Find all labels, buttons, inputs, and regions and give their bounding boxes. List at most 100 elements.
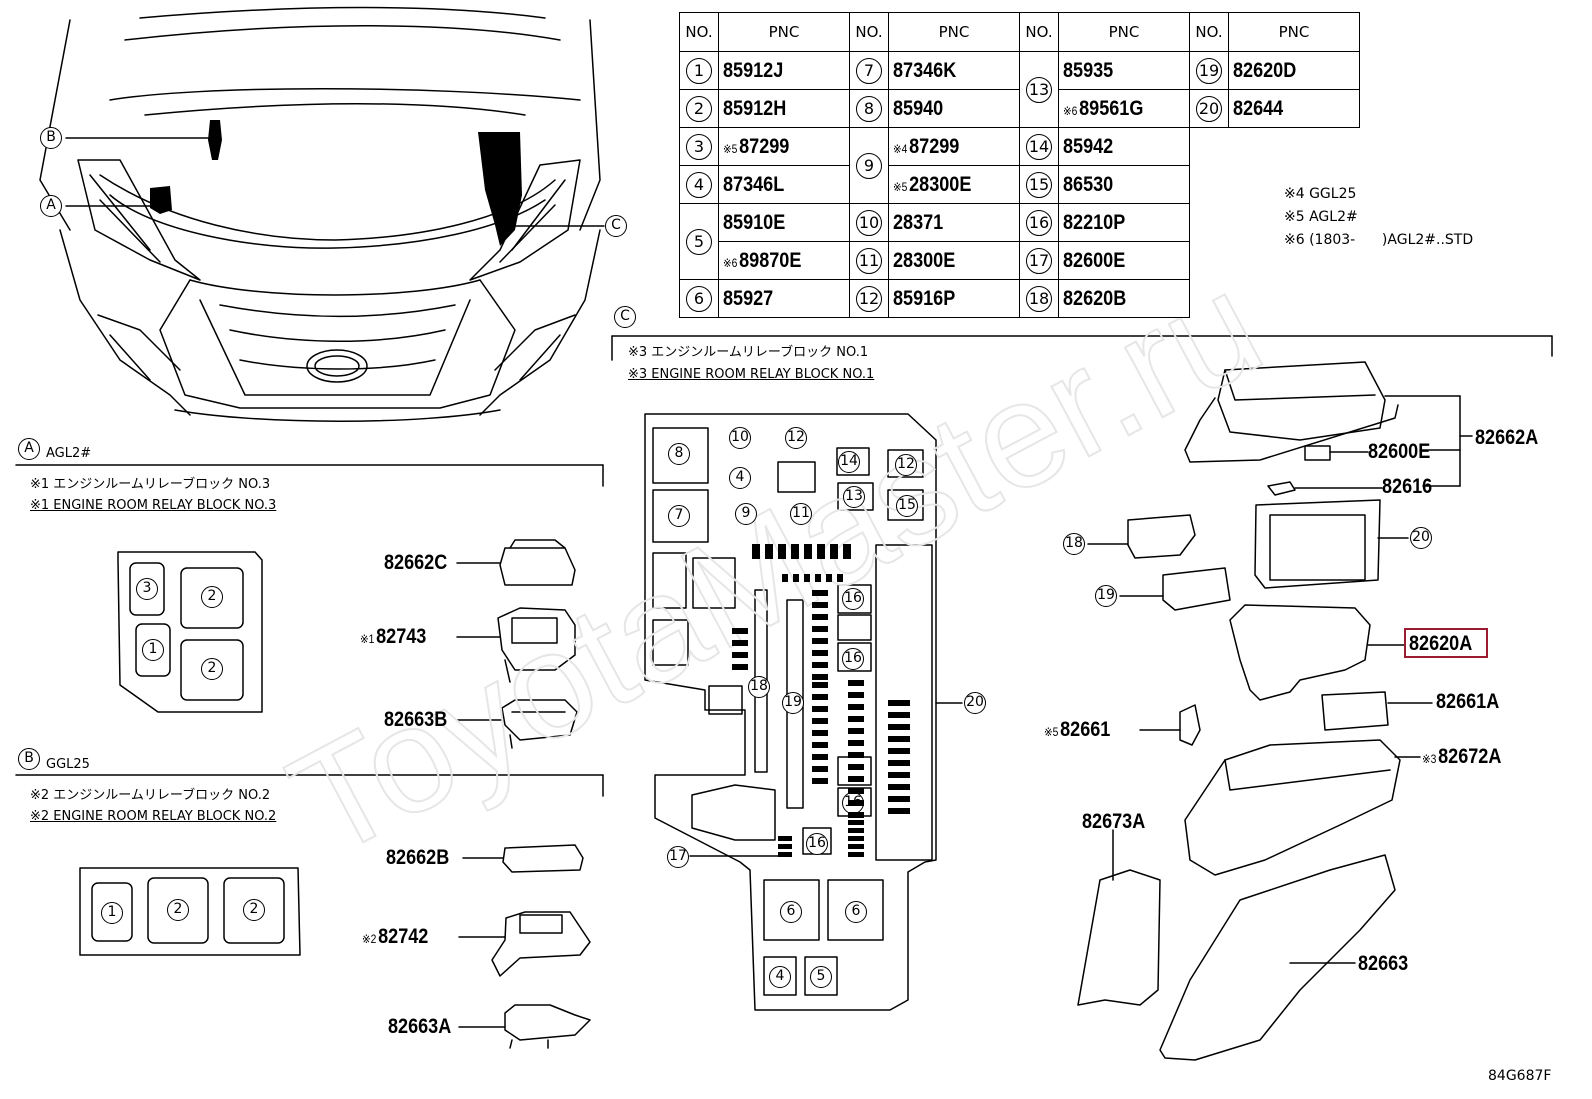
fuse-slot [888,784,910,790]
part-number: 82672A [1438,745,1502,768]
part-82743: ※182743 [360,625,426,651]
layout-number: 12 [785,427,807,449]
item-number: 7 [856,57,882,84]
table-row: ※689870E 11 28300E 17 82600E [680,241,1360,280]
part-number: 82661 [1060,718,1111,741]
pnc-value: 85935 [1063,58,1114,82]
part-note: ※2 [362,932,377,946]
section-a-title-en: ※1 ENGINE ROOM RELAY BLOCK NO.3 [30,498,277,513]
layout-number: 6 [780,901,802,923]
section-b-title-jp: ※2 エンジンルームリレーブロック NO.2 [30,788,271,803]
pnc-value: 82620B [1063,286,1127,310]
fuse-slot [848,844,864,849]
layout-number: 8 [668,443,690,465]
slot-number: 1 [101,902,123,924]
part-82663b: 82663B [384,708,448,731]
slot-number: 3 [136,578,158,600]
header-no-3: NO. [1019,12,1059,52]
pnc-value: 28300E [909,172,972,196]
fuse-slot [888,760,910,766]
fuse-slot [812,766,828,772]
pnc-value: 87346L [723,172,785,196]
layout-number: 7 [668,505,690,527]
part-82663: 82663 [1358,952,1409,975]
pnc-value: 85916P [893,286,956,310]
fuse-slot [848,680,864,686]
part-82616: 82616 [1382,475,1433,498]
highlight-frame [1404,628,1488,658]
fuse-slot [848,728,864,734]
fuse-slot [812,662,828,668]
fuse-slot [848,716,864,722]
item-number: 14 [1026,133,1052,160]
fuse-slot [848,812,864,818]
fuse-slot [778,852,792,857]
section-c-title-jp: ※3 エンジンルームリレーブロック NO.1 [628,345,869,360]
pnc-value: 28371 [893,210,944,234]
part-note: ※5 [1044,725,1059,739]
pnc-value: 85942 [1063,134,1114,158]
fuse-slot [812,682,828,688]
part-number: 82743 [376,625,427,648]
figure-code: 84G687F [1488,1068,1552,1084]
pnc-value: 89870E [739,248,802,272]
layout-number: 4 [729,467,751,489]
fuse-slot [812,590,828,596]
fuse-slot [848,852,864,857]
layout-number: 17 [667,846,689,868]
section-b-title-en: ※2 ENGINE ROOM RELAY BLOCK NO.2 [30,809,277,824]
item-number: 6 [686,285,712,312]
fuse-slot [732,664,748,670]
part-82663a: 82663A [388,1015,452,1038]
part-82673a: 82673A [1082,810,1146,833]
section-b-marker: B [18,748,40,770]
fuse-slot [812,638,828,644]
slot-number: 1 [142,639,164,661]
item-number: 5 [686,228,712,255]
section-a-model: AGL2# [46,446,92,461]
fuse-slot [812,674,828,680]
pnc-note: ※6 [1063,103,1078,118]
table-row: 1 85912J 7 87346K 13 85935 19 82620D [679,51,1360,128]
fuse-slot [830,544,838,559]
item-number: 11 [856,247,882,274]
fuse-slot [812,706,828,712]
fuse-slot [888,700,910,706]
fuse-slot [765,544,773,559]
item-number: 4 [686,171,712,198]
footnote-4: ※4 GGL25 [1284,186,1357,202]
fuse-slot [732,628,748,634]
fuse-slot [812,718,828,724]
fuse-slot [848,788,864,794]
part-82661: ※582661 [1044,718,1110,744]
item-number: 20 [1196,95,1222,122]
exploded-callout: 19 [1095,585,1117,607]
slot-number: 2 [167,899,189,921]
pnc-value: 82644 [1233,96,1284,120]
pnc-table-header: NO. PNC NO. PNC NO. PNC NO. PNC [679,12,1360,52]
part-82742: ※282742 [362,925,428,951]
table-row: 5 85910E 10 28371 16 82210P [679,203,1360,280]
header-pnc-3: PNC [1058,12,1190,52]
fuse-slot [812,650,828,656]
pnc-value: 85912J [723,58,784,82]
pnc-value: 85910E [723,210,786,234]
pnc-value: 85940 [893,96,944,120]
layout-number: 13 [843,486,865,508]
exploded-callout: 18 [1063,533,1085,555]
pnc-value: 87299 [909,134,960,158]
header-pnc-2: PNC [888,12,1020,52]
section-c-marker: C [614,306,636,328]
fuse-slot [732,652,748,658]
item-number: 18 [1026,285,1052,312]
part-82662c: 82662C [384,551,448,574]
pnc-value: 82210P [1063,210,1126,234]
fuse-slot [778,544,786,559]
fuse-slot [752,544,760,559]
pnc-value: 86530 [1063,172,1114,196]
fuse-slot [848,820,864,825]
fuse-slot [826,574,832,582]
fuse-slot [793,574,799,582]
fuse-slot [888,724,910,730]
vehicle-front-illustration [39,6,605,422]
